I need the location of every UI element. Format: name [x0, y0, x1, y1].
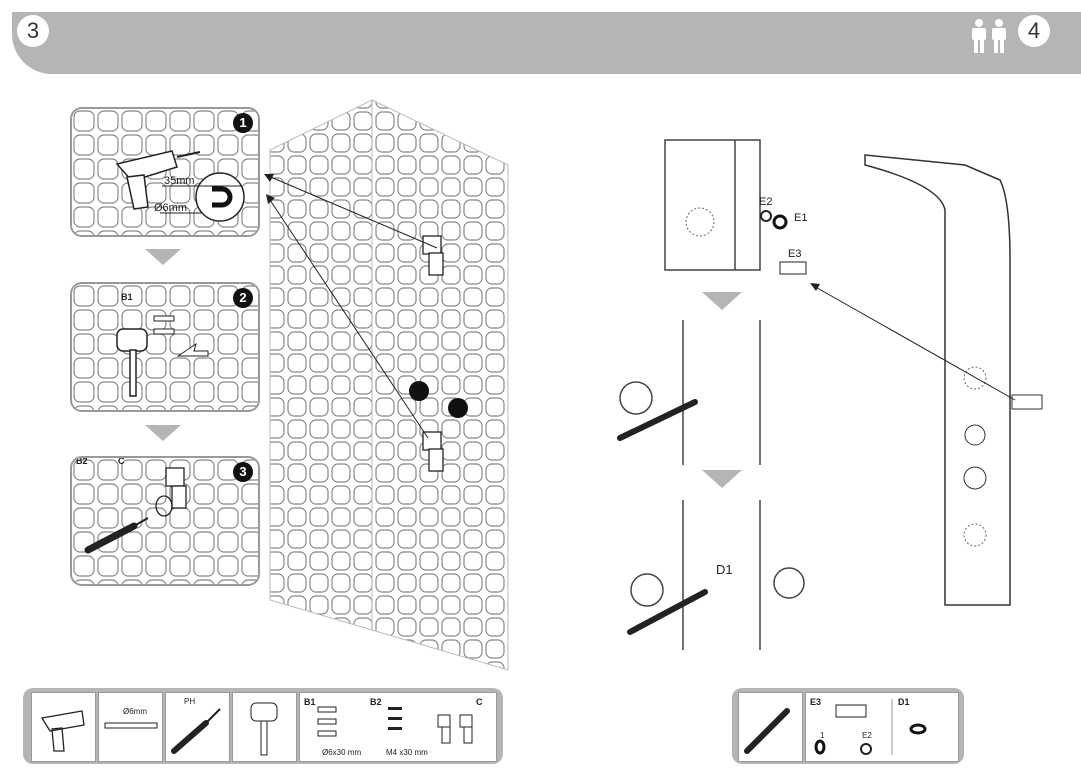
part-b2-size: M4 x30 mm: [386, 748, 428, 757]
hot-water-icon: [409, 381, 429, 401]
tool-drill-bit: Ø6mm: [98, 692, 163, 762]
measure-6mm: Ø6mm: [154, 202, 187, 214]
step-2-badge: 2: [233, 288, 253, 308]
part-b1-label: B1: [304, 697, 316, 707]
part-e3-label: E3: [810, 697, 822, 707]
tool-parts-right: E3 D1 1 E2: [805, 692, 959, 762]
label-b1: B1: [121, 292, 133, 302]
tool-drill: [31, 692, 96, 762]
measure-35mm: 35mm: [164, 175, 195, 187]
page-number-right: 4: [1018, 15, 1050, 47]
step-3-panel: B2 C 3: [70, 456, 260, 586]
part-b2-label: B2: [370, 697, 382, 707]
wall-bracket-top: [422, 235, 444, 276]
part-e1-label: 1: [820, 731, 825, 740]
part-b1-size: Ø6x30 mm: [322, 748, 362, 757]
label-e1: E1: [794, 212, 808, 224]
rotate-icon-1: [619, 381, 653, 415]
tool-mallet: [232, 692, 297, 762]
label-e2: E2: [759, 196, 773, 208]
screwdriver-icon: [84, 517, 149, 554]
tool-parts: B1 B2 C Ø6x30 mm M4 x30 mm: [299, 692, 497, 762]
label-c: C: [118, 456, 125, 466]
mallet-icon: [116, 328, 148, 397]
step-3-badge: 3: [233, 462, 253, 482]
rotate-icon-2: [630, 573, 664, 607]
drill-icon: [115, 150, 201, 210]
nozzle-dots-1: [685, 207, 715, 237]
bracket-c: [155, 467, 187, 517]
cold-water-icon: [448, 398, 468, 418]
part-e2-label: E2: [862, 731, 872, 740]
tool-wrench: [738, 692, 803, 762]
label-b2: B2: [76, 456, 88, 466]
washer-e2: [760, 210, 772, 222]
header-bar: [12, 12, 1081, 74]
step-2-panel: B1 2: [70, 282, 260, 412]
connector-e3: [779, 261, 807, 275]
step-1-badge: 1: [233, 113, 253, 133]
label-e3: E3: [788, 248, 802, 260]
shower-column: [864, 154, 1043, 606]
tool-screwdriver: PH: [165, 692, 230, 762]
rotate-icon-3: [773, 567, 805, 599]
label-d1: D1: [716, 562, 733, 577]
down-arrow-2: [145, 425, 181, 448]
part-c-label: C: [476, 697, 483, 707]
part-d1-label: D1: [898, 697, 910, 707]
step-1-panel: 35mm Ø6mm 1: [70, 107, 260, 237]
down-arrow-1: [145, 249, 181, 272]
drill-bit-size: Ø6mm: [123, 707, 147, 716]
page-number-left: 3: [17, 15, 49, 47]
washer-e1: [772, 214, 788, 230]
anchor-b1: [153, 315, 175, 335]
wrench-icon-2: [627, 589, 708, 635]
two-persons-icon: [968, 18, 1012, 59]
wrench-icon-1: [617, 399, 698, 441]
screwdriver-label: PH: [184, 697, 196, 706]
